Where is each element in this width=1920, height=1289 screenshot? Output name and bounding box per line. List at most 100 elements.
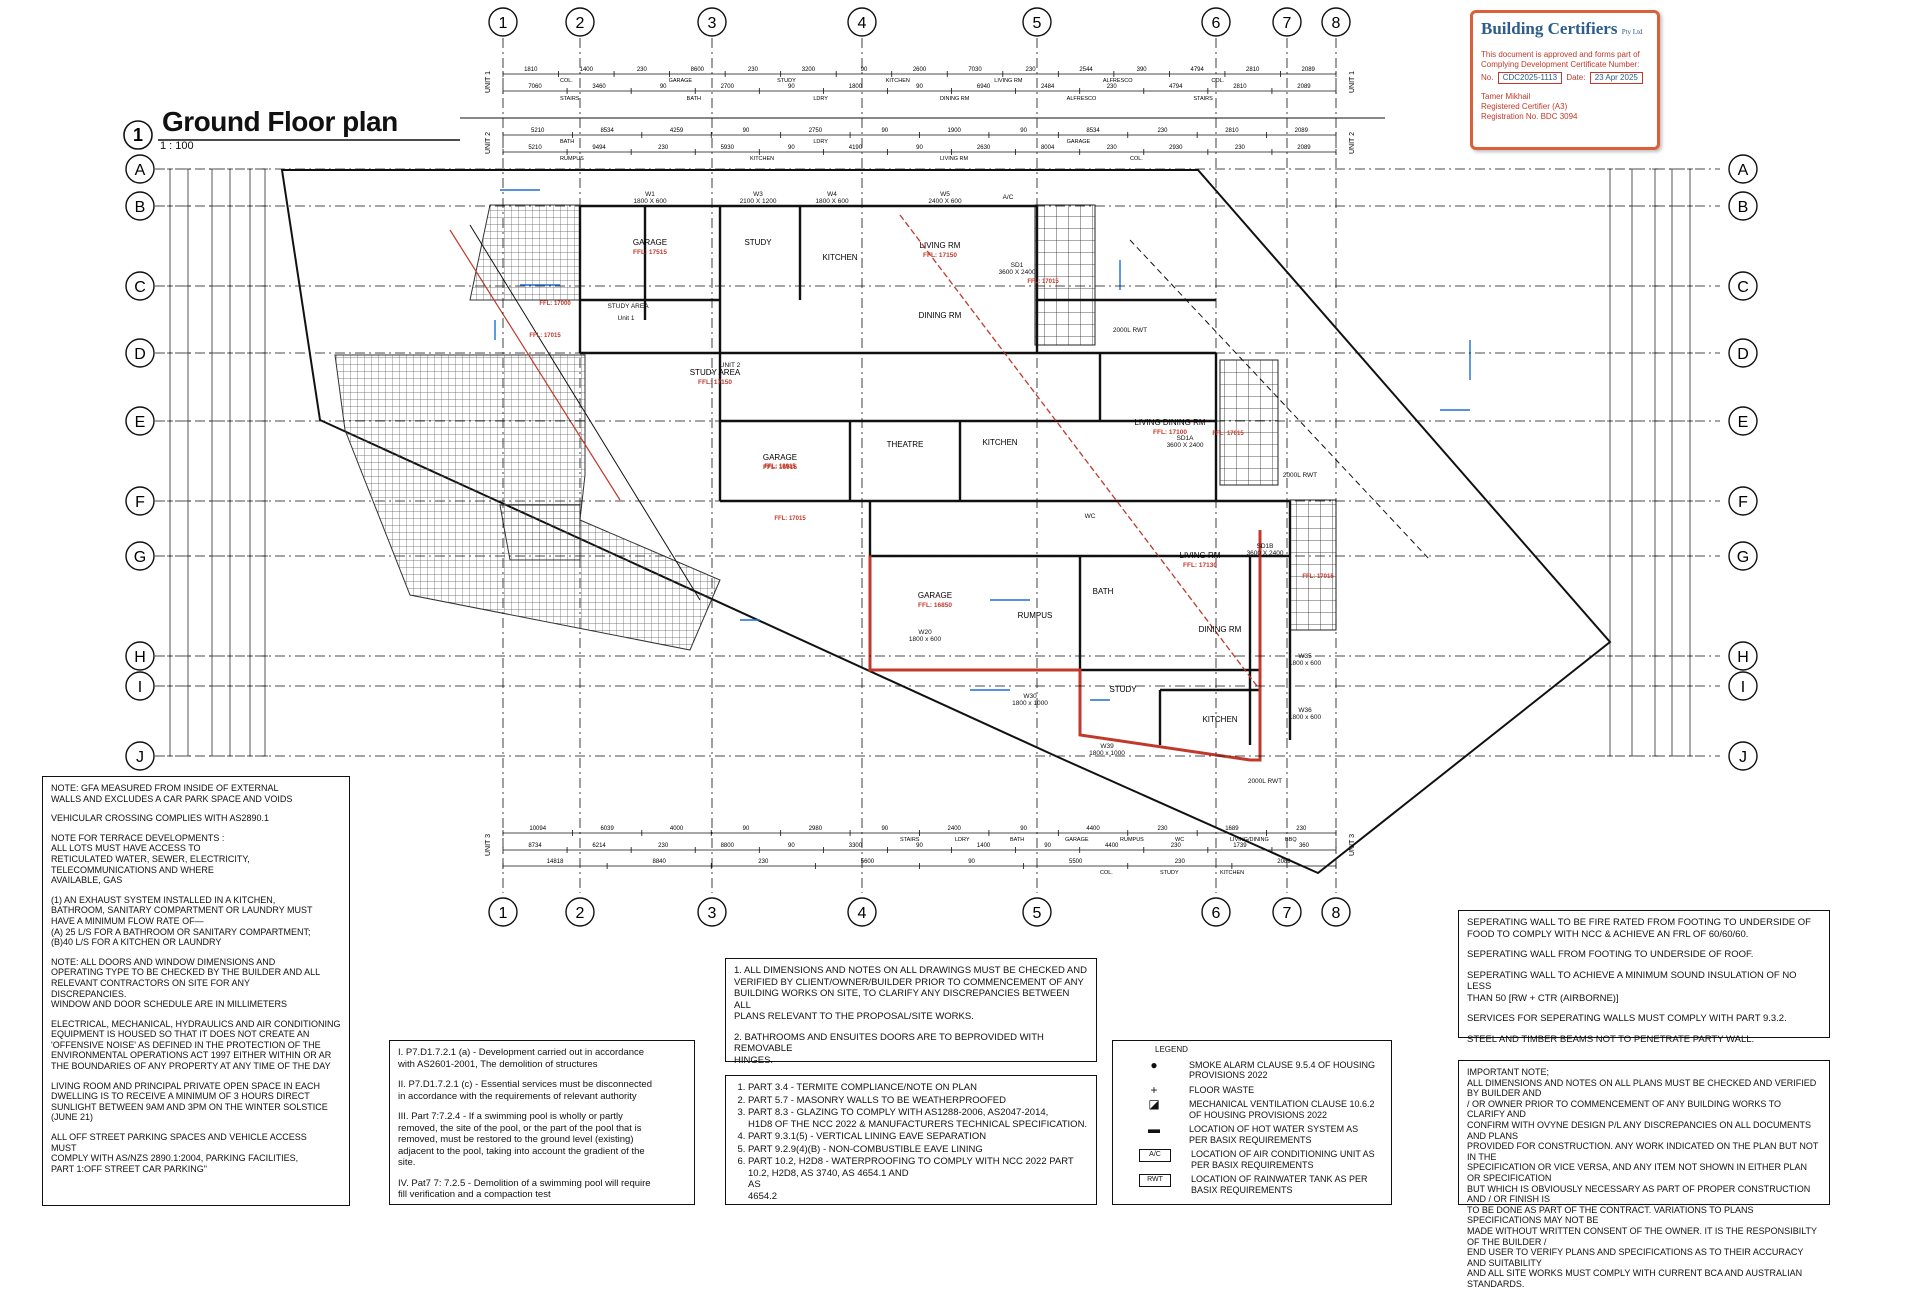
grid-label-row-G-left: G [134,549,146,566]
top-room-label: DINING RM [940,96,970,102]
alfresco-tiles-1 [1034,204,1096,346]
hatched-paving-3 [499,504,581,561]
top-dim-row-2-value: 90 [916,84,923,90]
room-name: STUDY AREA [690,368,741,377]
legend-item-text: LOCATION OF HOT WATER SYSTEM AS PER BASI… [1189,1124,1359,1145]
bottom-room-label: STAIRS [900,837,920,843]
room-ffl: FFL: 17150 [698,379,732,386]
bottom-dim-row-2-value: 8800 [721,843,735,849]
plan-label-ffl-b: FFL: 17000 [539,301,571,307]
certifier-brand-suffix: Pty Ltd [1621,28,1643,36]
bottom-dim-row-1-value: 1689 [1225,826,1239,832]
grid-label-col-2-top: 2 [576,15,585,32]
grid-label-row-D-left: D [134,346,146,363]
plan-label-sd1as: 3600 X 2400 [1167,442,1204,449]
room-name: LIVING DINING RM [1134,418,1205,427]
plan-label-ffl-d: FFL: 17015 [774,516,806,522]
air-conditioning-icon: A/C [1139,1149,1171,1162]
grid-bubble-row-H-left [125,641,155,671]
bottom-dim-row-1-value: 90 [881,826,888,832]
room-name: BATH [1093,587,1114,596]
alfresco-tiles-2 [1219,359,1279,486]
legend-item: A/C LOCATION OF AIR CONDITIONING UNIT AS … [1119,1149,1385,1170]
top-dim-row-2-value: 6940 [977,84,991,90]
bottom-dim-row-3-value: 230 [1175,859,1186,865]
ncc-parts-list: PART 3.4 - TERMITE COMPLIANCE/NOTE ON PL… [734,1082,1088,1202]
bottom-dim-row-1-value: 230 [1157,826,1168,832]
ncc-parts-box: PART 3.4 - TERMITE COMPLIANCE/NOTE ON PL… [725,1075,1097,1205]
top-dim-row-3-value: 8534 [600,128,614,134]
setback-line [899,214,1261,691]
top-dim-row-4-value: 2930 [1169,145,1183,151]
legend-box: LEGEND●SMOKE ALARM CLAUSE 9.5.4 OF HOUSI… [1112,1040,1392,1205]
plan-label-w2: W3 [753,191,763,198]
top-room-label: LDRY [813,96,828,102]
plan-label-w2s: 2100 X 1200 [740,198,777,205]
room-name: STUDY [744,238,772,247]
top-room-label: COL. [1130,156,1143,162]
plan-label-ac: A/C [1003,194,1014,201]
grid-bubble-col-4-top [847,7,877,37]
room-name: RUMPUS [1018,611,1053,620]
plan-label-w3s: 1800 X 600 [815,198,849,205]
bottom-dim-row-1-value: 90 [1020,826,1027,832]
unit-label-margin: UNIT 1 [1349,71,1356,93]
grid-label-row-E-left: E [135,414,146,431]
plan-label-sd1: SD1 [1011,262,1024,269]
smoke-alarm-icon: ● [1150,1057,1158,1072]
grid-bubble-row-A-left [125,154,155,184]
grid-label-col-6-bottom: 6 [1212,905,1221,922]
top-dim-row-1-value: 2600 [913,67,927,73]
bottom-dim-row-2-value: 6214 [592,843,606,849]
room-ffl: FFL: 16915 [763,464,797,471]
top-room-label: KITCHEN [750,156,774,162]
grid-bubble-col-5-bottom [1022,897,1052,927]
grid-bubble-col-3-top [697,7,727,37]
top-dim-row-4-value: 5210 [528,145,542,151]
grid-label-row-A-right: A [1738,162,1749,179]
bottom-dim-row-1-value: 4400 [1086,826,1100,832]
floor-waste-icon: + [1150,1082,1158,1097]
grid-label-col-3-bottom: 3 [708,905,717,922]
general-note-7: LIVING ROOM AND PRINCIPAL PRIVATE OPEN S… [51,1080,328,1123]
unit-label-margin: UNIT 2 [485,132,492,154]
grid-label-row-I-left: I [138,679,142,696]
certifier-brand: Building Certifiers Pty Ltd [1481,19,1649,42]
top-dim-row-3-value: 2089 [1295,128,1309,134]
plan-label-w4: W5 [940,191,950,198]
grid-label-row-D-right: D [1737,346,1749,363]
grid-bubble-row-B-left [125,191,155,221]
bottom-room-label: LDRY [955,837,970,843]
plan-label-ffl-f: FFL: 17015 [1212,431,1244,437]
drawing-note-2: 2. BATHROOMS AND ENSUITES DOORS ARE TO B… [734,1031,1044,1066]
grid-bubble-row-C-right [1728,271,1758,301]
top-dim-row-3-value: 90 [1020,128,1027,134]
bottom-room-label: BATH [1010,837,1024,843]
grid-bubble-col-5-top [1022,7,1052,37]
bottom-dim-row-2-value: 3300 [849,843,863,849]
drawing-title-text: Ground Floor plan [162,106,398,137]
unit-label-margin: UNIT 3 [485,834,492,856]
grid-label-row-J-left: J [136,749,144,766]
legend-item-text: LOCATION OF AIR CONDITIONING UNIT AS PER… [1191,1149,1375,1170]
top-dim-row-4-value: 8004 [1041,145,1055,151]
top-dim-row-2-value: 230 [1107,84,1118,90]
top-dim-row-4-value: 230 [658,145,669,151]
grid-bubble-col-6-bottom [1201,897,1231,927]
top-dim-row-2-value: 3460 [592,84,606,90]
room-ffl: FFL: 17100 [1153,429,1187,436]
top-room-label: LDRY [813,139,828,145]
wall-note-3: SEPERATING WALL TO ACHIEVE A MINIMUM SOU… [1467,969,1797,1004]
stamp-no-label: No. [1481,73,1494,82]
grid-label-row-B-right: B [1738,199,1749,216]
top-dim-row-1-value: 8600 [691,67,705,73]
bottom-dim-row-3-value: 90 [968,859,975,865]
room-name: KITCHEN [822,253,857,262]
unit-label-margin: UNIT 1 [485,71,492,93]
detail-number-bubble [123,120,153,150]
